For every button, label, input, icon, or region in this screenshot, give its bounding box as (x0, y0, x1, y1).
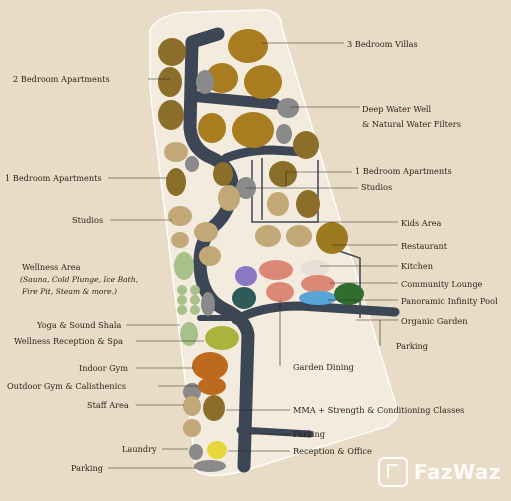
label-laundry: Laundry (122, 444, 157, 454)
label-reception-office: Reception & Office (293, 446, 372, 456)
reception-office-building (207, 441, 227, 459)
label-1-bedroom-apartments-left: 1 Bedroom Apartments (5, 173, 102, 183)
label-natural-water-filters: & Natural Water Filters (362, 119, 461, 129)
label-parking-bottom: Parking (71, 463, 104, 473)
kids-area-building (235, 266, 257, 286)
label-mma-classes: MMA + Strength & Conditioning Classes (293, 405, 465, 415)
label-panoramic-infinity-pool: Panoramic Infinity Pool (401, 296, 498, 306)
label-wellness-subtitle-2: Fire Pit, Steam & more.) (22, 287, 117, 296)
staff-area-building (203, 395, 225, 421)
one-bedroom-apartments (166, 131, 320, 218)
label-yoga-sound-shala: Yoga & Sound Shala (37, 320, 122, 330)
grey-facilities (183, 70, 299, 472)
label-kitchen: Kitchen (401, 261, 434, 271)
label-garden-dining: Garden Dining (293, 362, 354, 372)
label-restaurant: Restaurant (401, 241, 448, 251)
label-wellness-area: Wellness Area (22, 262, 81, 272)
fazwaz-watermark-text: FazWaz (413, 460, 501, 484)
label-indoor-gym: Indoor Gym (79, 363, 129, 373)
label-3-bedroom-villas: 3 Bedroom Villas (347, 39, 418, 49)
gym-buildings (192, 352, 228, 395)
label-wellness-subtitle-1: (Sauna, Cold Plunge, Ice Bath, (20, 275, 139, 284)
label-staff-area: Staff Area (87, 400, 129, 410)
label-parking-mid: Parking (293, 429, 326, 439)
fazwaz-watermark: FazWaz (377, 457, 501, 487)
leader-lines (108, 42, 398, 469)
label-community-lounge: Community Lounge (401, 279, 483, 289)
label-parking-upper: Parking (396, 341, 429, 351)
wellness-reception-spa-building (205, 326, 239, 350)
three-bedroom-villas (198, 29, 282, 148)
label-1-bedroom-apartments-right: 1 Bedroom Apartments (355, 166, 452, 176)
fazwaz-logo-icon (377, 457, 408, 487)
studios (164, 142, 312, 437)
restaurant-building (316, 222, 348, 254)
label-deep-water-well: Deep Water Well (362, 104, 432, 114)
wellness-area (174, 252, 200, 346)
two-bedroom-apartments (158, 38, 186, 130)
label-outdoor-gym: Outdoor Gym & Calisthenics (7, 381, 126, 391)
label-2-bedroom-apartments: 2 Bedroom Apartments (13, 74, 110, 84)
label-wellness-reception-spa: Wellness Reception & Spa (14, 336, 123, 346)
central-cluster (232, 260, 364, 309)
label-studios-right: Studios (361, 182, 393, 192)
label-organic-garden: Organic Garden (401, 316, 468, 326)
label-kids-area: Kids Area (401, 218, 442, 228)
label-studios-left: Studios (72, 215, 104, 225)
